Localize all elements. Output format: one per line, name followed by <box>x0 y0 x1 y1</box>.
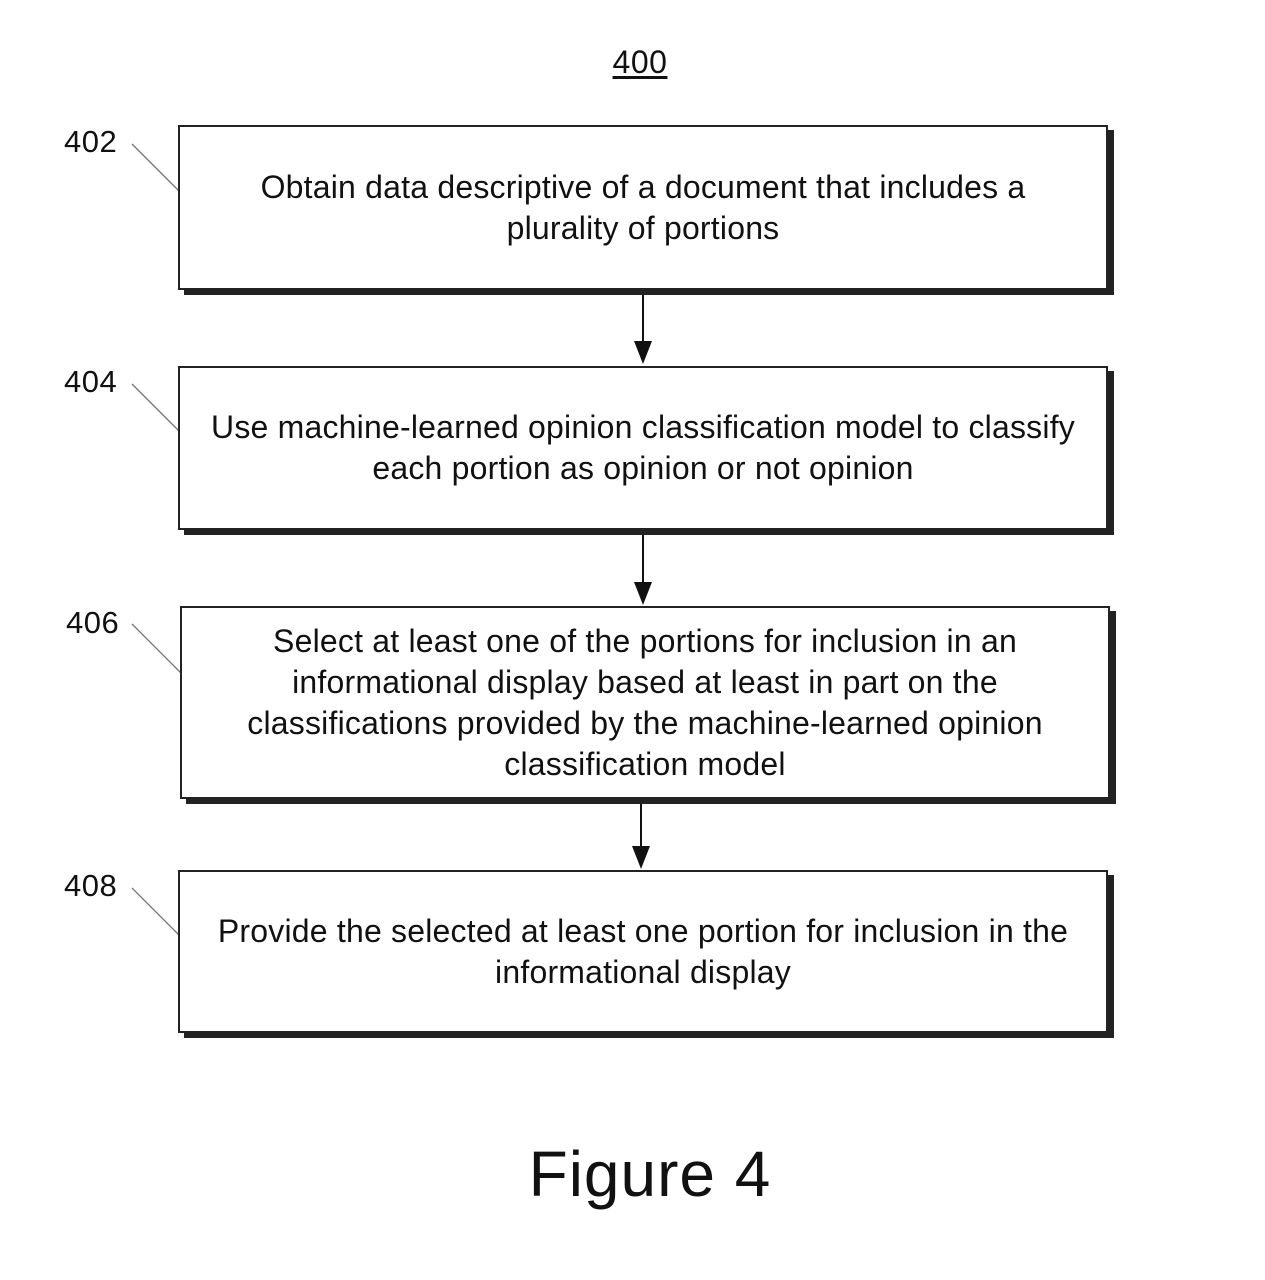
arrowhead-404-to-406 <box>634 582 652 605</box>
step-text-406: Select at least one of the portions for … <box>247 622 1043 782</box>
leader-line-402 <box>131 143 181 193</box>
step-text-404: Use machine-learned opinion classificati… <box>211 409 1075 486</box>
figure-number: 400 <box>612 44 668 80</box>
figure-caption: Figure 4 <box>528 1138 772 1210</box>
step-text-402: Obtain data descriptive of a document th… <box>260 168 1026 246</box>
step-box-404: Use machine-learned opinion classificati… <box>178 366 1108 530</box>
ref-number-406: 406 <box>66 605 120 640</box>
arrowhead-402-to-404 <box>634 341 652 364</box>
ref-number-402: 402 <box>64 124 118 159</box>
step-box-408: Provide the selected at least one portio… <box>178 870 1108 1033</box>
step-box-402: Obtain data descriptive of a document th… <box>178 125 1108 290</box>
step-text-408: Provide the selected at least one portio… <box>217 912 1069 990</box>
leader-line-408 <box>131 887 181 937</box>
step-box-406: Select at least one of the portions for … <box>180 606 1110 799</box>
ref-number-404: 404 <box>64 364 118 399</box>
ref-number-408: 408 <box>64 868 118 903</box>
leader-line-404 <box>131 383 181 433</box>
leader-line-406 <box>131 623 183 675</box>
arrowhead-406-to-408 <box>632 846 650 869</box>
